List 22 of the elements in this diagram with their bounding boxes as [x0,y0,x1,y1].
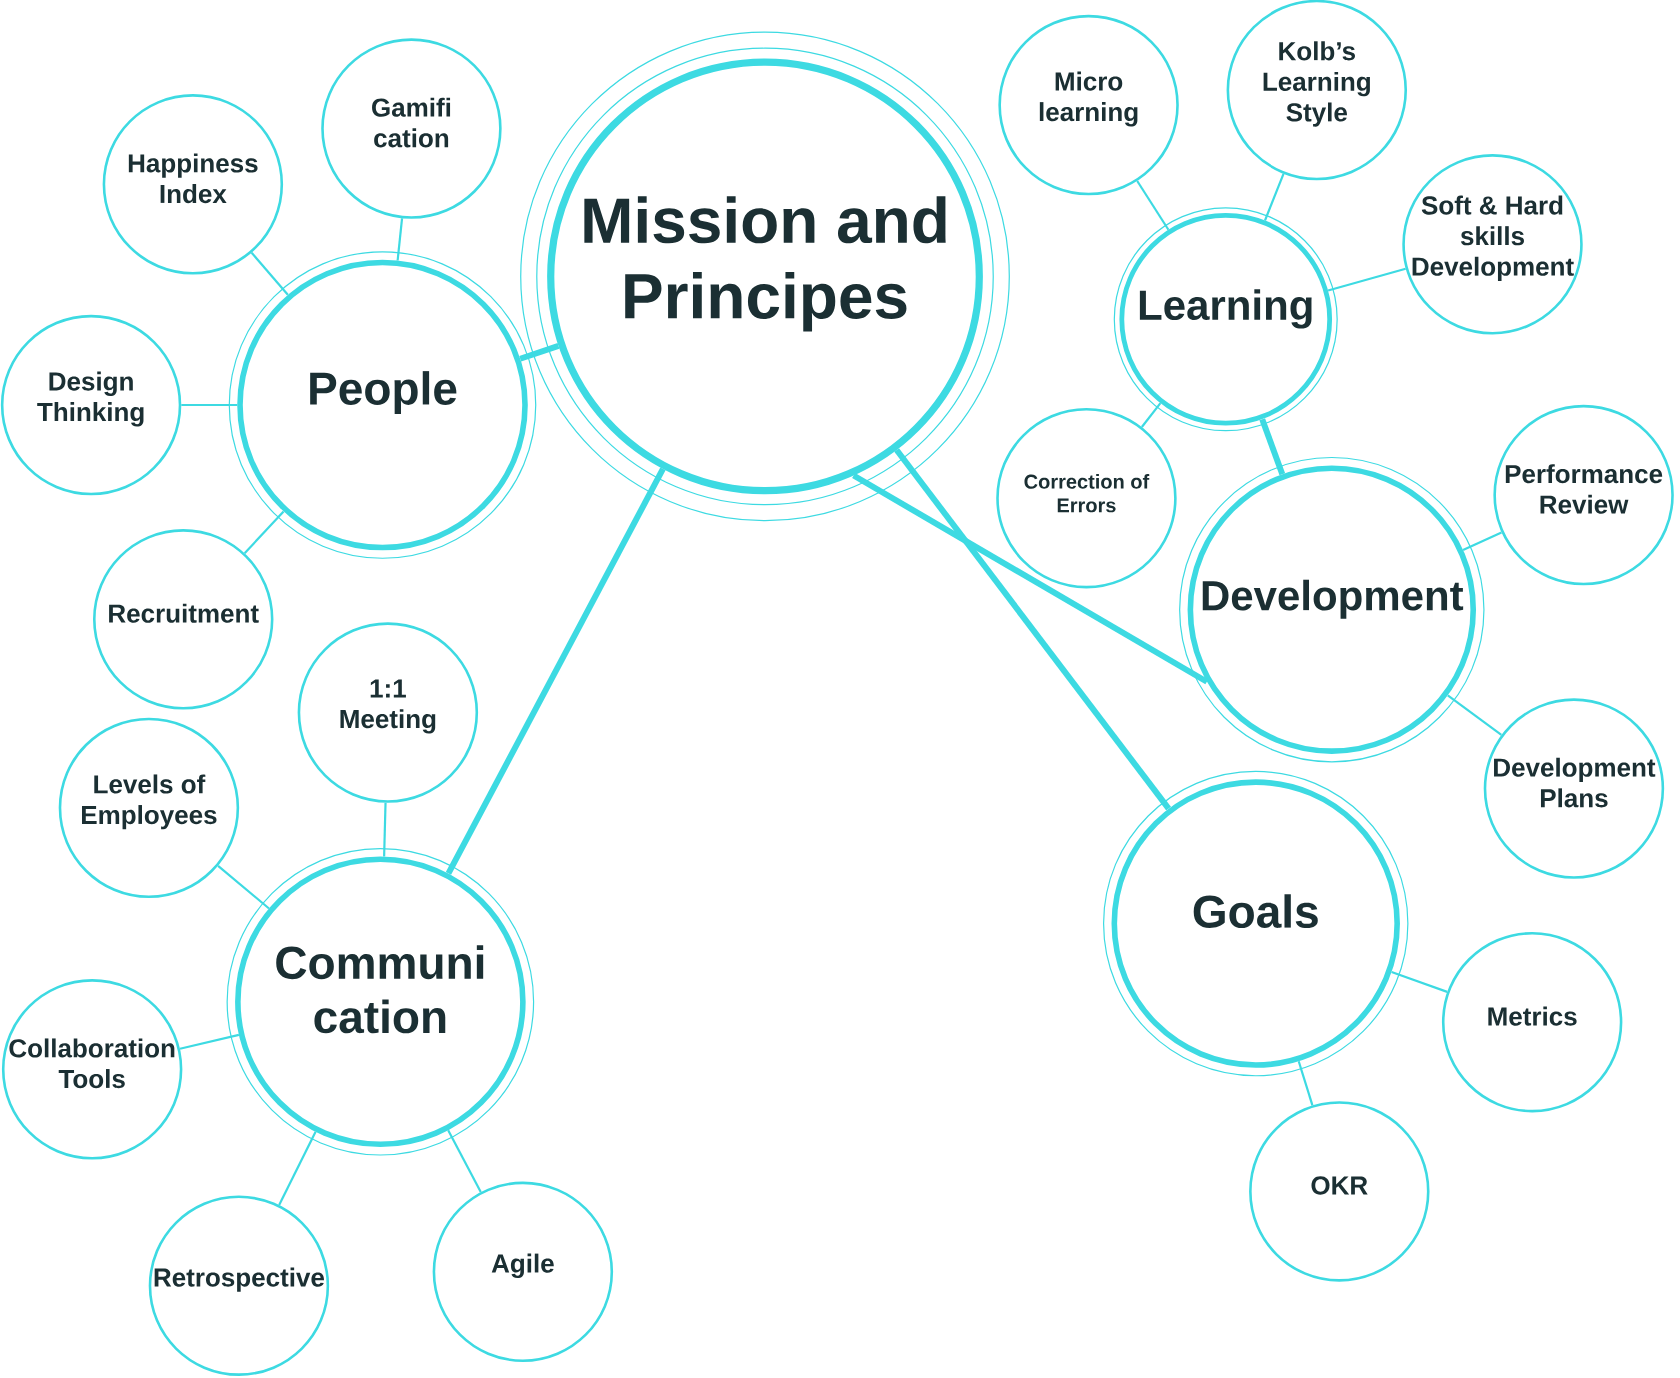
connector-line [396,218,404,261]
connector-line [1259,418,1286,476]
connector-line [179,1033,240,1050]
connector-line [1297,1060,1314,1106]
connector-line [1136,180,1170,231]
connector-line [519,343,560,362]
connector-line [894,448,1171,811]
connector-line [1141,402,1162,428]
connector-line [1263,173,1285,221]
connector-line [217,864,270,910]
connector-line [1462,531,1502,551]
connector-line [447,1129,482,1193]
connector-line [445,467,666,875]
connector-line [181,403,238,407]
connector-line [1327,267,1406,292]
connector-line [1391,971,1448,993]
connector-line [243,510,285,554]
connector-line [383,802,387,857]
connector-line [278,1131,317,1206]
connector-line [1447,694,1503,736]
connector-line [852,472,1209,685]
connector-line [250,252,289,296]
